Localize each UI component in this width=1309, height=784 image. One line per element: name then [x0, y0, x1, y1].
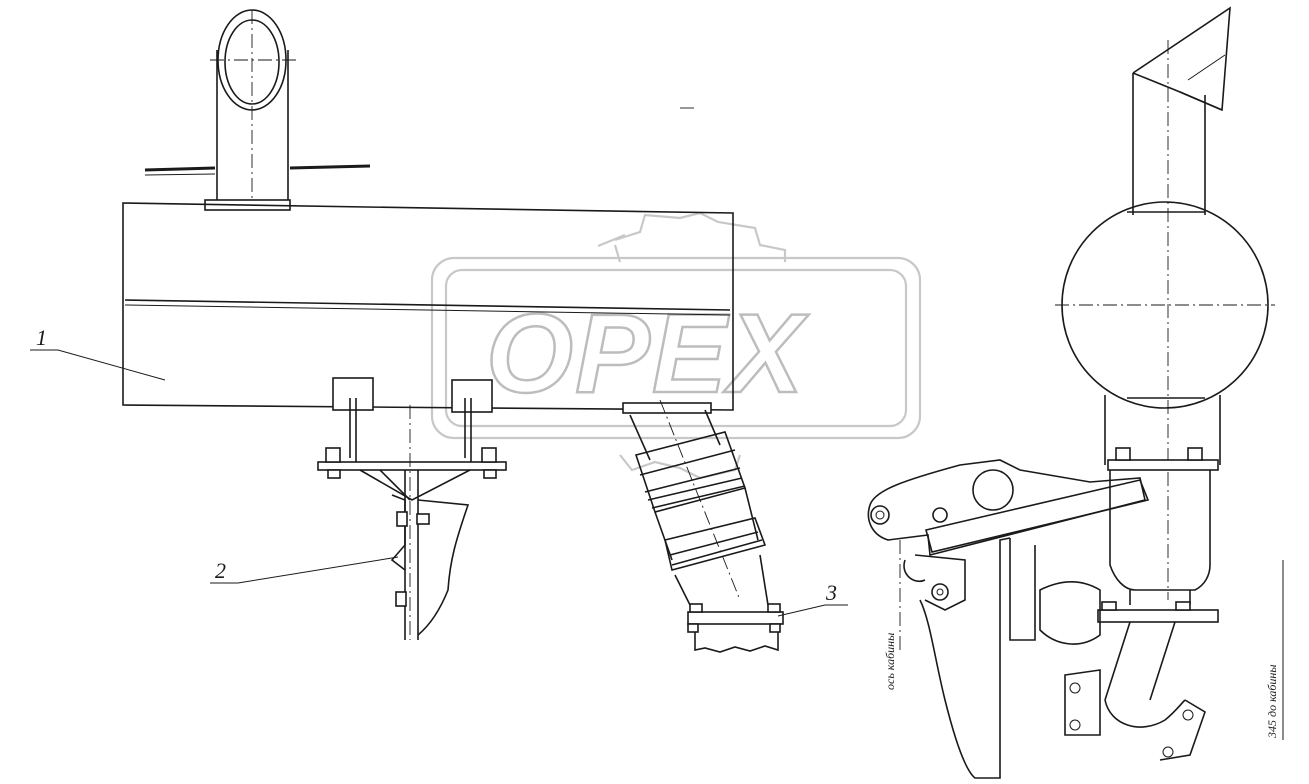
bracket-right: [451, 379, 493, 413]
svg-text:2: 2: [215, 558, 226, 583]
svg-text:1: 1: [36, 325, 47, 350]
right-view-muffler: ось кабины 345 до кабины: [867, 6, 1284, 779]
watermark-text: OPEX: [486, 291, 810, 416]
note-axis-cab: ось кабины: [883, 633, 897, 690]
muffler-round-section: [1055, 201, 1275, 465]
left-view-muffler: 1 2 3: [30, 9, 848, 653]
callout-3: 3: [777, 580, 848, 617]
bracket-left: [332, 377, 374, 411]
exhaust-tailpipe: [204, 9, 296, 211]
outlet-flange: [622, 402, 712, 414]
angled-tailpipe: [1132, 6, 1231, 600]
mounting-bar: [317, 461, 507, 471]
cab-mount-arm: [867, 459, 1150, 611]
note-dim-to-cab: 345 до кабины: [1265, 665, 1279, 740]
flexible-outlet-pipe: [629, 399, 784, 653]
callout-2: 2: [210, 556, 399, 584]
watermark-logo: OPEX: [430, 211, 922, 480]
watermark-frame-inner: [444, 268, 908, 428]
callout-1: 1: [30, 325, 166, 381]
muffler-body: [122, 107, 734, 411]
svg-text:3: 3: [825, 580, 837, 605]
watermark-frame-outer: [430, 256, 922, 440]
